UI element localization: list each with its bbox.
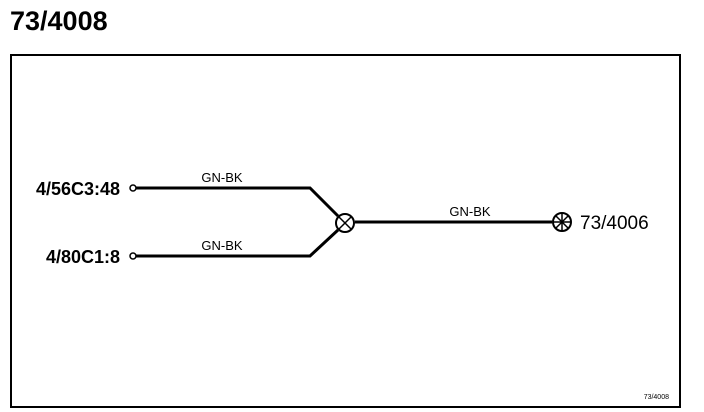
diagram-frame: [10, 54, 681, 408]
page-title: 73/4008: [10, 6, 108, 36]
wire-2: [136, 228, 340, 258]
footer-doc-id: 73/4008: [644, 394, 669, 401]
connector-label-1: 4/56C3:48: [36, 179, 120, 199]
wire-label-3: GN-BK: [449, 204, 491, 219]
splice-icon: [335, 213, 355, 233]
wire-1: [136, 186, 340, 218]
wire-label-1: GN-BK: [201, 170, 243, 185]
connector-pin-1-icon: [129, 184, 137, 192]
connector-label-2: 4/80C1:8: [46, 247, 120, 267]
wire-label-2: GN-BK: [201, 238, 243, 253]
connector-pin-2-icon: [129, 252, 137, 260]
destination-splice-icon: [552, 212, 572, 232]
destination-label: 73/4006: [580, 213, 649, 234]
